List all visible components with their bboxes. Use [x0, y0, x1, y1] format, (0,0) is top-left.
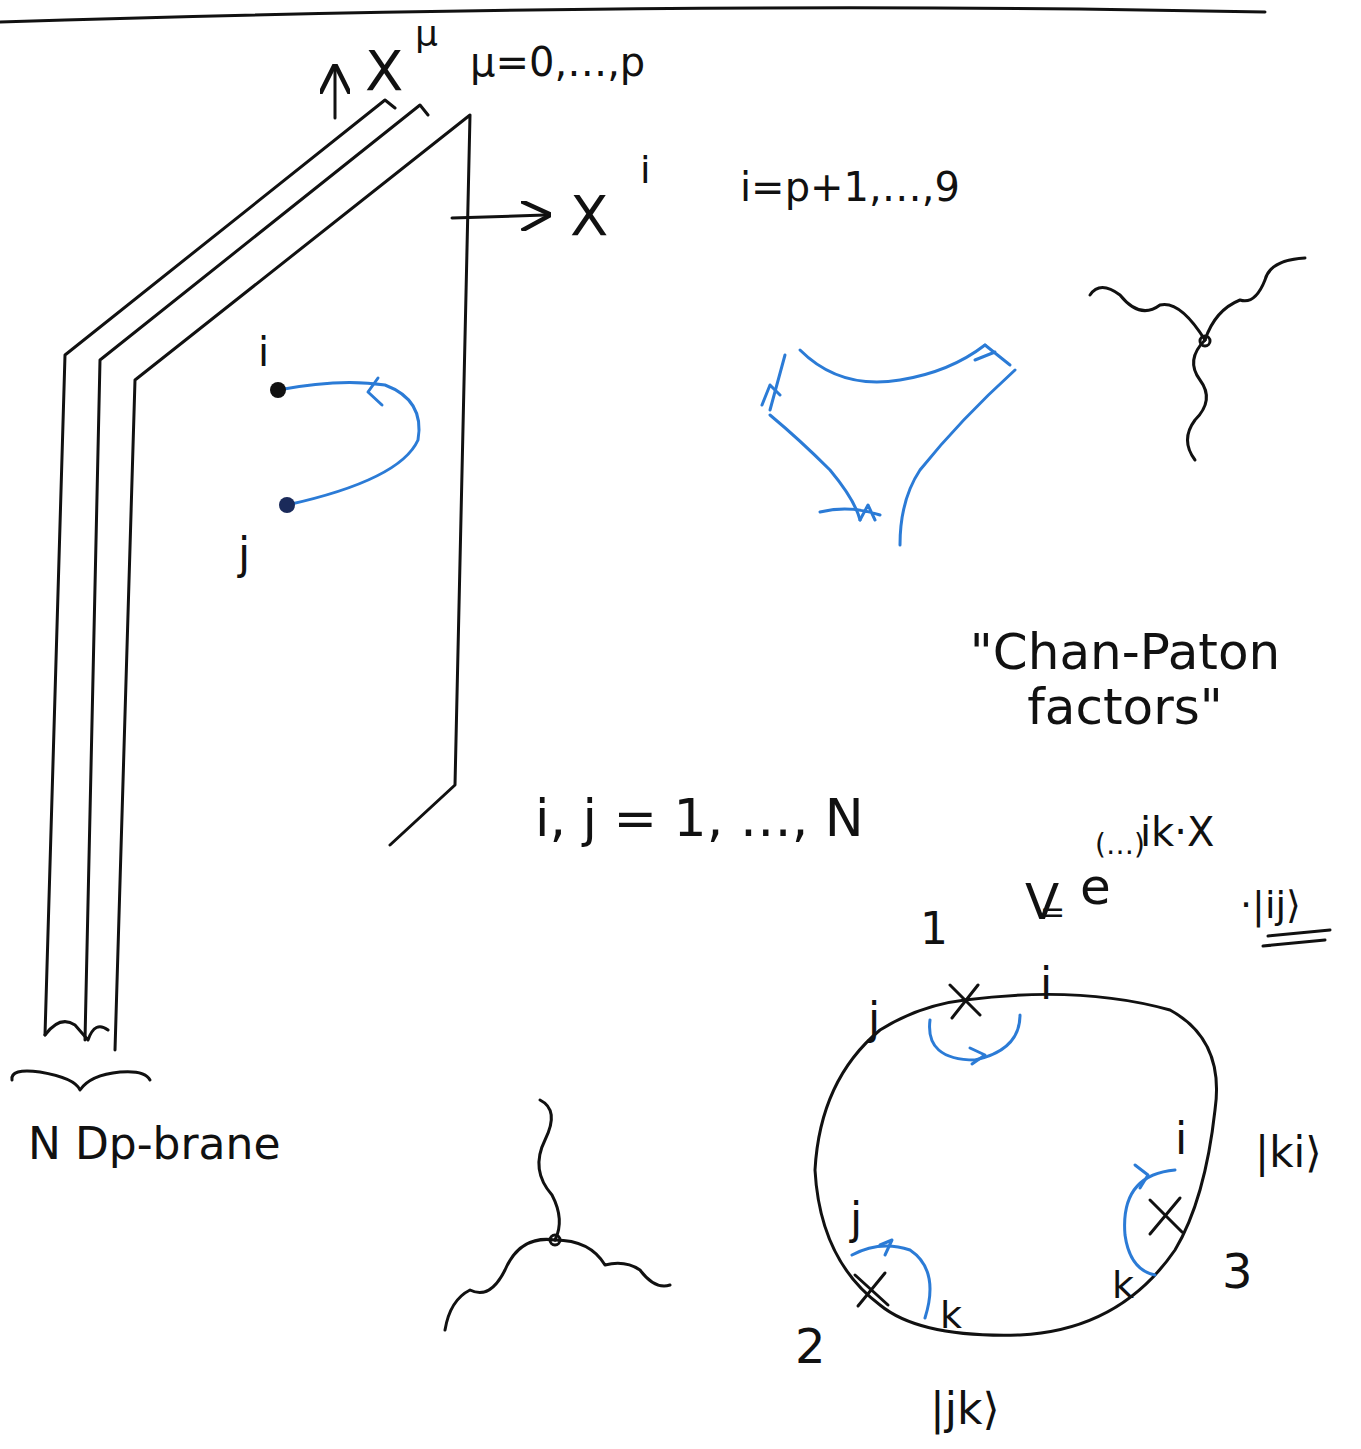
- endpoint-label: j: [868, 995, 880, 1043]
- axis-label: X: [365, 40, 403, 102]
- brane-bottom: [45, 1022, 108, 1040]
- endpoint-label: j: [850, 1195, 862, 1243]
- index-label: μ: [415, 14, 438, 54]
- callout-number: 3: [1222, 1245, 1253, 1298]
- string-arrow: [762, 385, 780, 405]
- axis-arrow: [334, 70, 337, 118]
- formula-part: e: [1080, 860, 1111, 915]
- callout-number: 2: [795, 1320, 826, 1373]
- vertex-cross: [1150, 1198, 1182, 1234]
- endpoint-dot: [279, 497, 295, 513]
- formula-part: ik·X: [1140, 810, 1214, 854]
- vertex-line: [1205, 258, 1305, 340]
- vertex-line: [539, 1100, 559, 1240]
- endpoint-label: j: [238, 530, 250, 578]
- endpoint-label: k: [940, 1295, 962, 1337]
- axis-arrow: [452, 215, 545, 218]
- endpoint-label: i: [258, 330, 269, 374]
- open-string: [278, 382, 419, 505]
- string-loop: [1125, 1170, 1175, 1275]
- range-label: i=p+1,…,9: [740, 165, 960, 209]
- vertex-dot: [1200, 336, 1210, 346]
- range-label: i, j = 1, …, N: [535, 790, 864, 847]
- brane-sheet: [115, 115, 470, 1050]
- range-label: μ=0,…,p: [470, 40, 645, 84]
- axis-label: X: [570, 185, 608, 247]
- brane-sheet: [45, 100, 395, 1035]
- string-arrow: [975, 345, 1010, 365]
- worldsheet-disk: [815, 994, 1217, 1335]
- brace: [12, 1071, 150, 1090]
- title-note: "Chan-Paton factors": [945, 625, 1305, 735]
- vertex-line: [1090, 288, 1205, 341]
- endpoint-label: k: [1112, 1265, 1134, 1307]
- vertex-cross: [855, 1273, 888, 1306]
- string-segment: [820, 505, 880, 520]
- formula-part: =: [1040, 895, 1065, 928]
- string-arrow: [880, 1240, 892, 1255]
- string-segment: [800, 345, 985, 382]
- string-arrow: [368, 378, 382, 405]
- vertex-cross: [950, 985, 980, 1018]
- string-loop: [930, 1015, 1020, 1060]
- vertex-line: [445, 1239, 555, 1330]
- formula-part: (…): [1095, 830, 1145, 861]
- vertex-line: [555, 1240, 670, 1286]
- vertex-line: [1188, 340, 1207, 460]
- endpoint-dot: [270, 382, 286, 398]
- callout-number: 1: [920, 905, 948, 953]
- string-arrow: [970, 1048, 985, 1064]
- state-label: |ki⟩: [1255, 1130, 1322, 1176]
- endpoint-label: i: [1040, 960, 1052, 1008]
- string-segment: [770, 355, 785, 410]
- string-segment: [900, 370, 1015, 545]
- brane-sheet: [85, 105, 428, 1040]
- top-rule: [0, 8, 1265, 22]
- vertex-dot: [550, 1235, 560, 1245]
- endpoint-label: i: [1175, 1115, 1187, 1163]
- formula-part: ·|ij⟩: [1240, 885, 1301, 927]
- underline: [1263, 930, 1330, 946]
- index-label: i: [640, 150, 651, 192]
- string-segment: [770, 415, 860, 520]
- string-loop: [852, 1246, 930, 1318]
- string-arrow: [1135, 1165, 1148, 1188]
- brane-label: N Dp-brane: [28, 1120, 281, 1168]
- state-label: |jk⟩: [930, 1385, 1000, 1433]
